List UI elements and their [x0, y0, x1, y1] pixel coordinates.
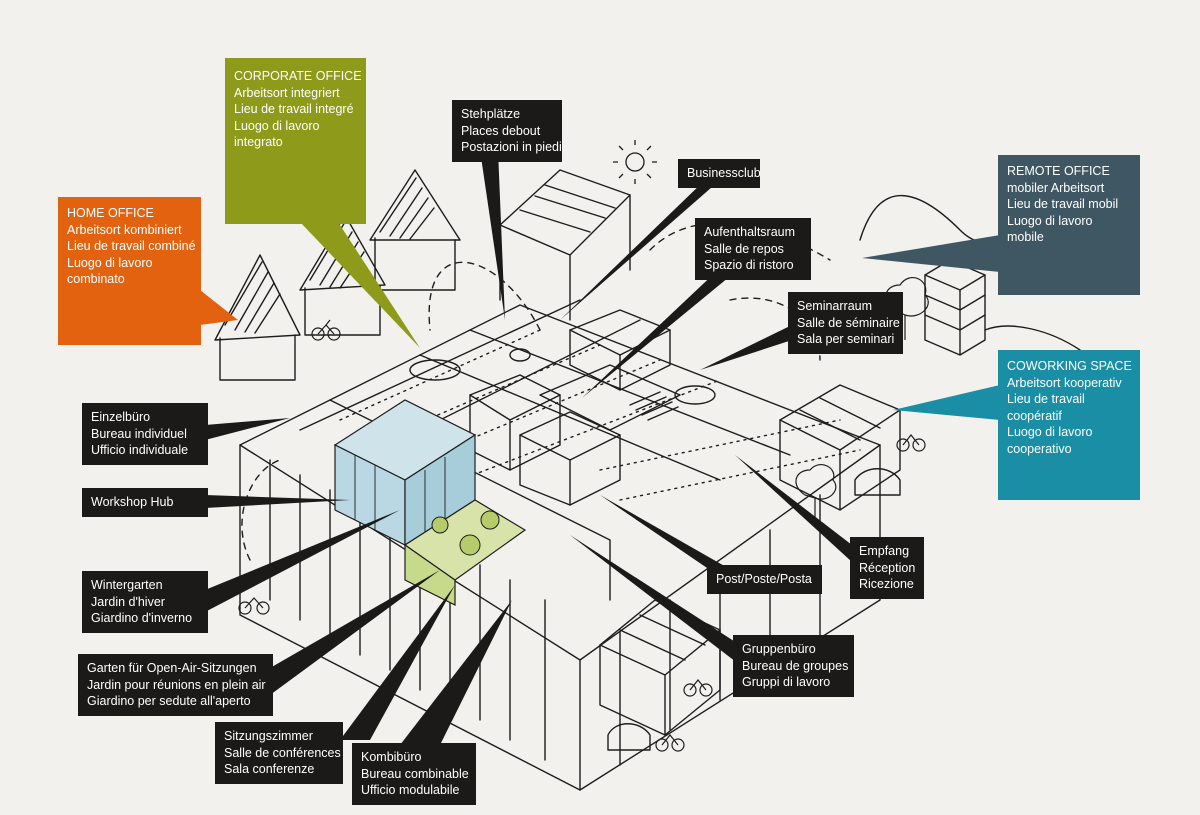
coworking-space-title: COWORKING SPACE	[1007, 359, 1132, 373]
remote-office-callout: REMOTE OFFICE mobiler Arbeitsort Lieu de…	[998, 155, 1140, 295]
remote-office-line-3: Luogo di lavoro	[1007, 213, 1093, 228]
workshop-hub-label: Workshop Hub	[82, 488, 208, 517]
standing-places-line-3: Postazioni in piedi	[461, 140, 562, 154]
lounge-line-2: Salle de repos	[704, 241, 784, 256]
post-line-1: Post/Poste/Posta	[716, 572, 812, 586]
single-office-line-1: Einzelbüro	[91, 410, 151, 424]
label-pointers	[205, 150, 852, 745]
home-office-line-2: Lieu de travail combiné	[67, 239, 196, 253]
bicycle-icon	[311, 319, 341, 341]
lounge-label: Aufenthaltsraum Salle de repos Spazio di…	[695, 218, 811, 280]
home-office-tail	[200, 290, 238, 325]
corporate-office-title: CORPORATE OFFICE	[234, 69, 362, 83]
home-office-title: HOME OFFICE	[67, 206, 154, 220]
lounge-line-3: Spazio di ristoro	[704, 258, 794, 272]
home-office-line-1: Arbeitsort kombiniert	[67, 222, 182, 237]
businessclub-label: Businessclub	[678, 159, 761, 188]
home-office-callout: HOME OFFICE Arbeitsort kombiniert Lieu d…	[58, 197, 201, 345]
reception-line-2: Réception	[859, 560, 916, 575]
corporate-office-line-3: Luogo di lavoro	[234, 118, 320, 133]
open-air-garden-label: Garten für Open-Air-Sitzungen Jardin pou…	[78, 654, 273, 716]
coworking-space-callout: COWORKING SPACE Arbeitsort kooperativ Li…	[998, 350, 1140, 500]
corporate-office-line-2: Lieu de travail integré	[234, 102, 354, 116]
single-office-line-3: Ufficio individuale	[91, 443, 189, 457]
home-office-line-3: Luogo di lavoro	[67, 255, 153, 270]
winter-garden-volume	[403, 499, 527, 606]
sun-icon	[613, 140, 657, 184]
coworking-space-line-2: Lieu de travail	[1007, 392, 1085, 406]
remote-office-line-1: mobiler Arbeitsort	[1007, 180, 1105, 195]
winter-garden-line-3: Giardino d'inverno	[91, 611, 193, 625]
group-office-label: Gruppenbüro Bureau de groupes Gruppi di …	[733, 635, 854, 697]
tree-icon	[795, 277, 929, 520]
corporate-office-tail	[300, 222, 420, 348]
reception-line-3: Ricezione	[859, 577, 914, 591]
corporate-office-line-4: integrato	[234, 135, 283, 149]
reception-label: Empfang Réception Ricezione	[850, 537, 924, 599]
seminar-room-line-2: Salle de séminaire	[797, 315, 900, 330]
meeting-room-label: Sitzungszimmer Salle de conférences Sala…	[215, 722, 343, 784]
coworking-space-line-1: Arbeitsort kooperativ	[1007, 375, 1122, 390]
open-air-garden-line-2: Jardin pour réunions en plein air	[87, 677, 266, 692]
remote-office-tail	[862, 235, 1000, 272]
single-office-label: Einzelbüro Bureau individuel Ufficio ind…	[82, 403, 208, 465]
remote-office-title: REMOTE OFFICE	[1007, 164, 1110, 178]
remote-office-line-2: Lieu de travail mobil	[1007, 197, 1119, 211]
remote-office-line-4: mobile	[1007, 230, 1044, 244]
meeting-room-line-3: Sala conferenze	[224, 762, 315, 776]
group-office-line-2: Bureau de groupes	[742, 658, 849, 673]
coworking-space-line-5: cooperativo	[1007, 441, 1072, 456]
seminar-room-label: Seminarraum Salle de séminaire Sala per …	[788, 292, 903, 354]
combi-office-line-3: Ufficio modulabile	[361, 783, 460, 797]
standing-places-label: Stehplätze Places debout Postazioni in p…	[452, 100, 562, 162]
post-label: Post/Poste/Posta	[707, 565, 822, 594]
seminar-room-line-1: Seminarraum	[797, 299, 873, 313]
coworking-space-line-4: Luogo di lavoro	[1007, 425, 1093, 439]
standing-places-line-2: Places debout	[461, 123, 541, 138]
standing-places-line-1: Stehplätze	[461, 107, 521, 121]
winter-garden-line-2: Jardin d'hiver	[91, 594, 165, 609]
open-air-garden-line-1: Garten für Open-Air-Sitzungen	[87, 661, 257, 675]
corporate-office-callout: CORPORATE OFFICE Arbeitsort integriert L…	[225, 58, 366, 224]
home-office-line-4: combinato	[67, 272, 125, 286]
businessclub-line-1: Businessclub	[687, 166, 761, 180]
combi-office-line-2: Bureau combinable	[361, 766, 469, 781]
single-office-line-2: Bureau individuel	[91, 426, 187, 441]
winter-garden-line-1: Wintergarten	[91, 578, 163, 592]
meeting-room-line-2: Salle de conférences	[224, 745, 341, 760]
workshop-hub-line-1: Workshop Hub	[91, 495, 174, 509]
open-air-garden-line-3: Giardino per sedute all'aperto	[87, 694, 251, 708]
coworking-space-line-3: coopératif	[1007, 408, 1062, 423]
reception-line-1: Empfang	[859, 544, 910, 558]
group-office-line-3: Gruppi di lavoro	[742, 675, 831, 689]
corporate-office-line-1: Arbeitsort integriert	[234, 85, 340, 100]
meeting-room-line-1: Sitzungszimmer	[224, 729, 313, 743]
coworking-tail	[893, 385, 1000, 420]
combi-office-line-1: Kombibüro	[361, 750, 422, 764]
lounge-line-1: Aufenthaltsraum	[704, 225, 796, 239]
seminar-room-line-3: Sala per seminari	[797, 332, 895, 346]
group-office-line-1: Gruppenbüro	[742, 642, 816, 656]
winter-garden-label: Wintergarten Jardin d'hiver Giardino d'i…	[82, 571, 208, 633]
combi-office-label: Kombibüro Bureau combinable Ufficio modu…	[352, 743, 476, 805]
